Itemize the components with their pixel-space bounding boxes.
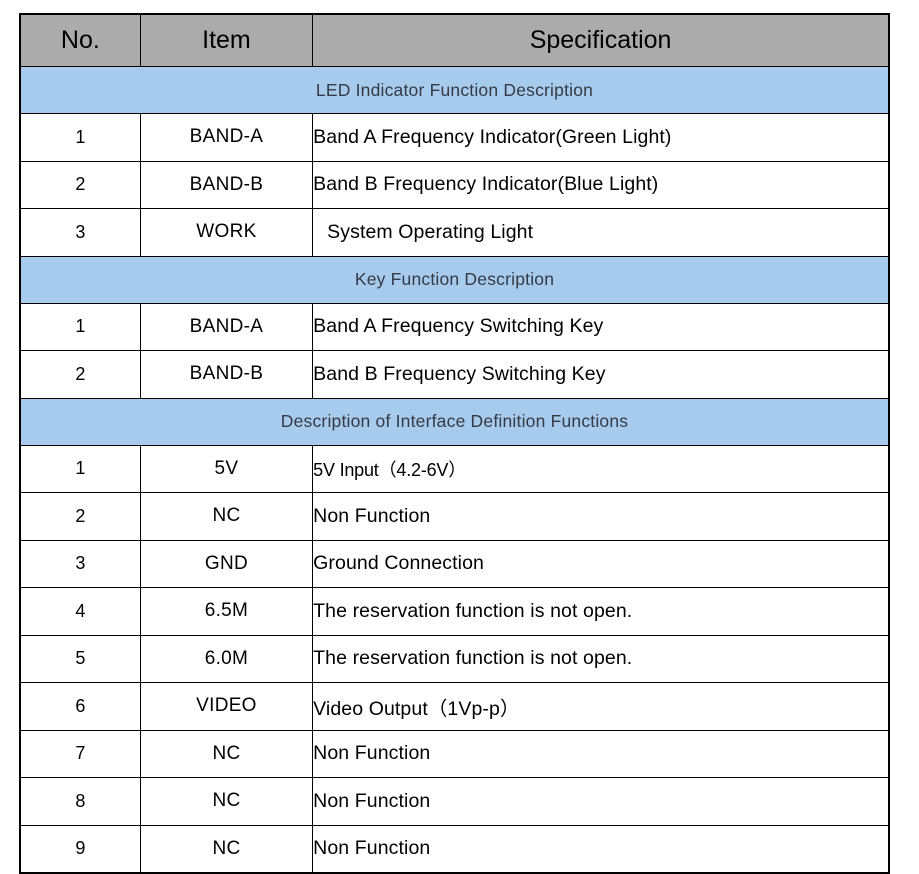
table-row: 7 NC Non Function (19, 729, 890, 778)
cell-item: VIDEO (139, 682, 314, 731)
table-row: 4 6.5M The reservation function is not o… (19, 587, 890, 636)
cell-no: 4 (19, 587, 141, 636)
specification-table-container: No. Item Specification LED Indicator Fun… (19, 13, 890, 874)
section-title-key: Key Function Description (19, 255, 890, 304)
cell-specification: Ground Connection (312, 539, 890, 588)
table-row: 8 NC Non Function (19, 777, 890, 826)
cell-item: BAND-A (139, 302, 314, 351)
table-row: 3 GND Ground Connection (19, 539, 890, 588)
cell-item: 6.5M (139, 587, 314, 636)
cell-item: BAND-A (139, 113, 314, 162)
cell-item: 5V (139, 444, 314, 493)
cell-no: 6 (19, 682, 141, 731)
column-header-item: Item (139, 13, 314, 67)
cell-item: NC (139, 729, 314, 778)
cell-no: 1 (19, 444, 141, 493)
cell-item: NC (139, 492, 314, 541)
table-row: 5 6.0M The reservation function is not o… (19, 634, 890, 683)
table-body: No. Item Specification LED Indicator Fun… (19, 13, 890, 874)
cell-item: BAND-B (139, 350, 314, 399)
cell-specification: Band B Frequency Switching Key (312, 350, 890, 399)
cell-specification: The reservation function is not open. (312, 634, 890, 683)
table-row: 3 WORK System Operating Light (19, 208, 890, 257)
cell-specification: Non Function (312, 492, 890, 541)
cell-specification: Band A Frequency Switching Key (312, 302, 890, 351)
table-row: 1 5V 5V Input（4.2-6V） (19, 444, 890, 493)
cell-specification: The reservation function is not open. (312, 587, 890, 636)
cell-no: 5 (19, 634, 141, 683)
cell-no: 1 (19, 113, 141, 162)
cell-item: NC (139, 824, 314, 874)
cell-specification: Non Function (312, 729, 890, 778)
cell-no: 7 (19, 729, 141, 778)
cell-item: 6.0M (139, 634, 314, 683)
section-title-led: LED Indicator Function Description (19, 66, 890, 114)
column-header-no: No. (19, 13, 141, 67)
section-header-row-led: LED Indicator Function Description (19, 66, 890, 114)
cell-item: BAND-B (139, 160, 314, 209)
cell-no: 9 (19, 824, 141, 874)
cell-specification: Band B Frequency Indicator(Blue Light) (312, 160, 890, 209)
table-row: 1 BAND-A Band A Frequency Indicator(Gree… (19, 113, 890, 162)
cell-item: NC (139, 777, 314, 826)
cell-no: 1 (19, 302, 141, 351)
section-header-row-key: Key Function Description (19, 255, 890, 304)
cell-specification: 5V Input（4.2-6V） (312, 444, 890, 493)
cell-item: GND (139, 539, 314, 588)
table-header-row: No. Item Specification (19, 13, 890, 67)
specification-table: No. Item Specification LED Indicator Fun… (19, 13, 890, 874)
table-row: 2 BAND-B Band B Frequency Switching Key (19, 350, 890, 399)
cell-no: 2 (19, 350, 141, 399)
table-row: 9 NC Non Function (19, 824, 890, 874)
section-title-interface: Description of Interface Definition Func… (19, 397, 890, 446)
cell-no: 2 (19, 160, 141, 209)
cell-specification: Video Output（1Vp-p） (312, 682, 890, 731)
cell-no: 2 (19, 492, 141, 541)
cell-no: 3 (19, 539, 141, 588)
cell-specification: Non Function (312, 777, 890, 826)
column-header-specification: Specification (312, 13, 890, 67)
section-header-row-interface: Description of Interface Definition Func… (19, 397, 890, 446)
cell-item: WORK (139, 208, 314, 257)
table-row: 6 VIDEO Video Output（1Vp-p） (19, 682, 890, 731)
cell-specification: System Operating Light (312, 208, 890, 257)
cell-no: 8 (19, 777, 141, 826)
cell-specification: Non Function (312, 824, 890, 874)
cell-no: 3 (19, 208, 141, 257)
table-row: 2 NC Non Function (19, 492, 890, 541)
table-row: 1 BAND-A Band A Frequency Switching Key (19, 302, 890, 351)
table-row: 2 BAND-B Band B Frequency Indicator(Blue… (19, 160, 890, 209)
cell-specification: Band A Frequency Indicator(Green Light) (312, 113, 890, 162)
